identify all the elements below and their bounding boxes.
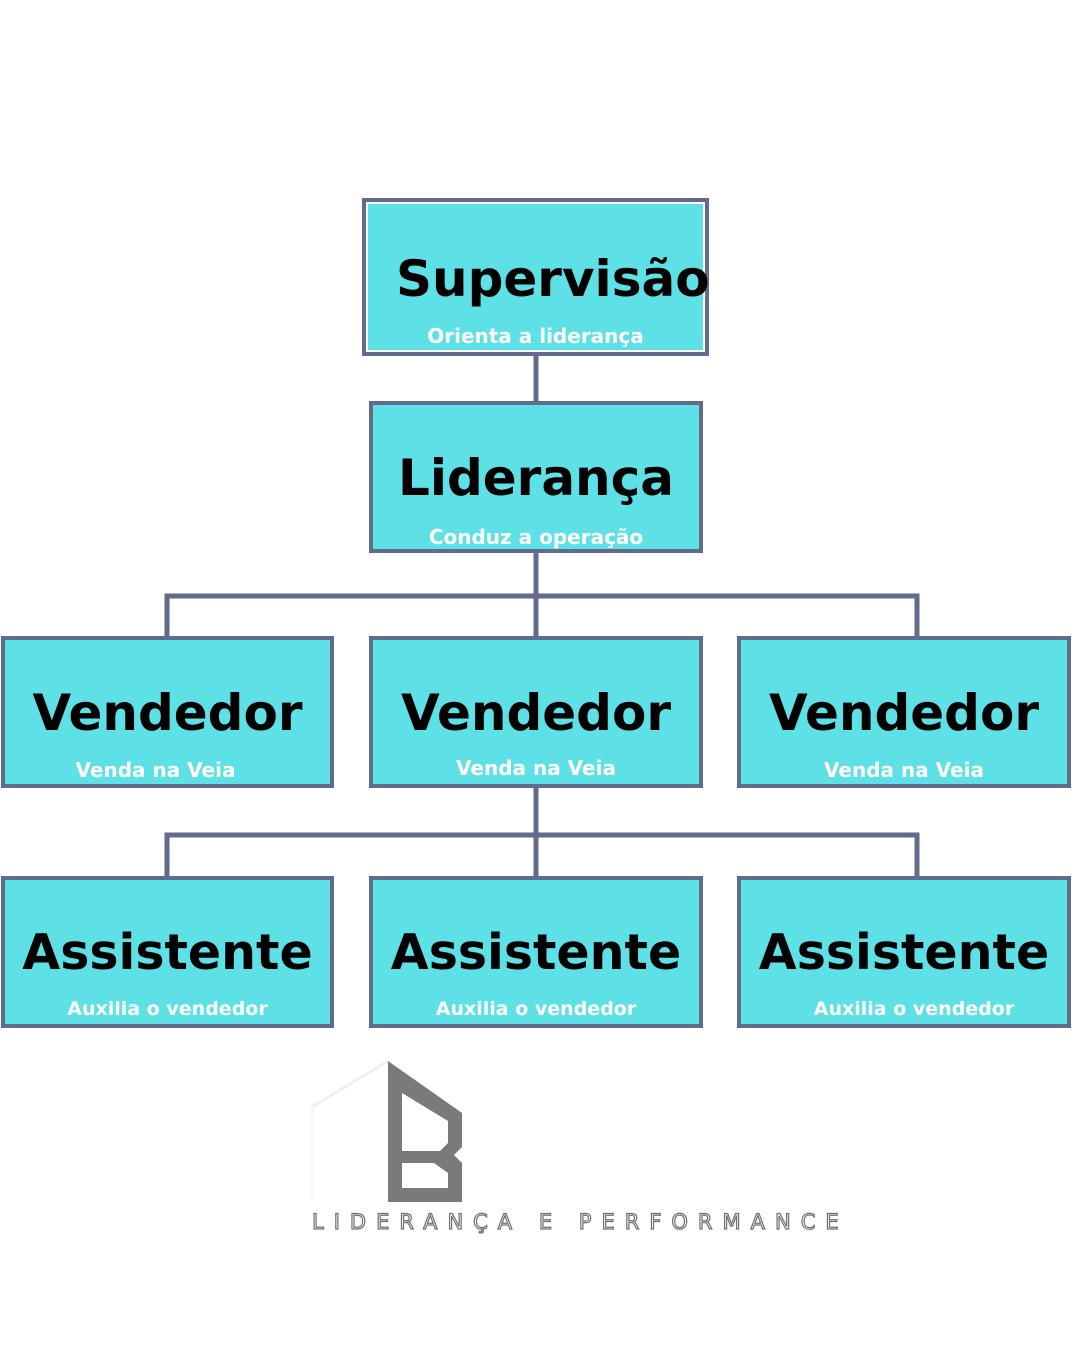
node-lideranca: Liderança Conduz a operação	[369, 401, 703, 553]
node-lideranca-title: Liderança	[397, 449, 675, 507]
node-assistente-3-subtitle: Auxilia o vendedor	[813, 998, 1015, 1020]
node-assistente-1-subtitle: Auxilia o vendedor	[67, 998, 268, 1020]
node-assistente-1-title: Assistente	[22, 924, 313, 981]
node-supervisao-title: Supervisão	[396, 250, 710, 308]
node-vendedor-1-title: Vendedor	[32, 684, 303, 742]
node-vendedor-3: Vendedor Venda na Veia	[737, 636, 1071, 788]
node-vendedor-3-subtitle: Venda na Veia	[824, 758, 984, 782]
connector-assistentes-bracket	[164, 832, 920, 878]
node-assistente-2: Assistente Auxilia o vendedor	[369, 876, 703, 1028]
node-vendedor-2: Vendedor Venda na Veia	[369, 636, 703, 788]
node-vendedor-1-subtitle: Venda na Veia	[75, 758, 236, 782]
node-assistente-2-subtitle: Auxilia o vendedor	[435, 998, 637, 1020]
node-vendedor-2-subtitle: Venda na Veia	[456, 756, 616, 780]
node-assistente-3: Assistente Auxilia o vendedor	[737, 876, 1071, 1028]
node-supervisao: Supervisão Orienta a liderança	[362, 198, 710, 356]
node-vendedor-3-title: Vendedor	[769, 684, 1039, 742]
node-vendedor-1: Vendedor Venda na Veia	[1, 636, 334, 788]
brand-logo-b-icon	[310, 1059, 462, 1202]
node-lideranca-subtitle: Conduz a operação	[428, 525, 644, 549]
brand-tagline: LIDERANÇA E PERFORMANCE	[311, 1209, 849, 1234]
connector-vendedores-bracket	[164, 593, 920, 638]
node-vendedor-2-title: Vendedor	[401, 684, 671, 742]
node-assistente-1: Assistente Auxilia o vendedor	[1, 876, 334, 1028]
node-assistente-2-title: Assistente	[390, 924, 682, 981]
node-assistente-3-title: Assistente	[758, 924, 1050, 981]
node-supervisao-subtitle: Orienta a liderança	[427, 324, 644, 348]
